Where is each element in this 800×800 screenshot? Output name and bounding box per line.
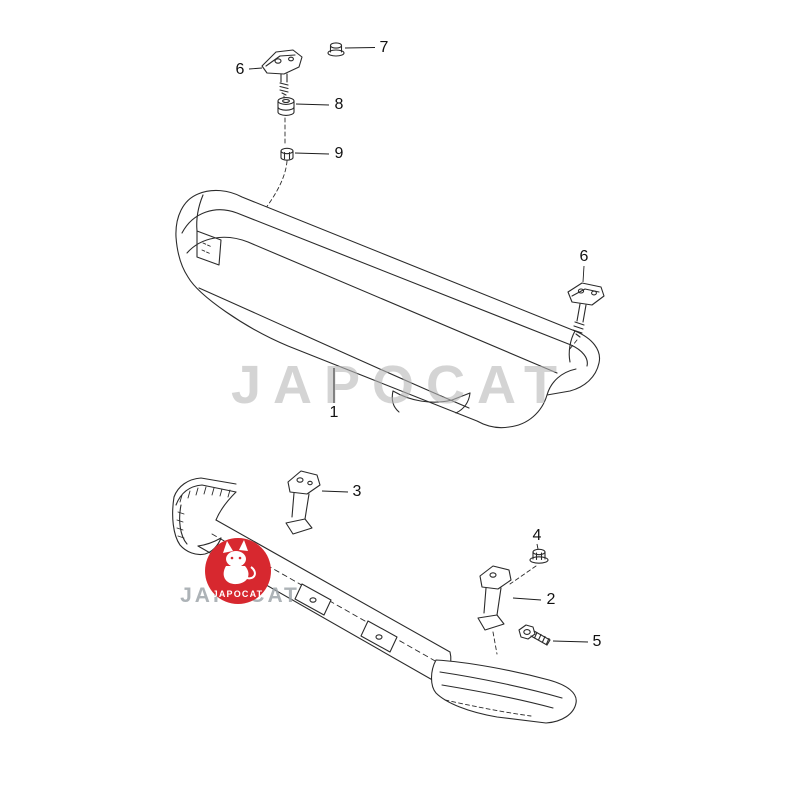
logo-text: JAPOCAT [213, 589, 264, 599]
leader-3 [321, 490, 349, 493]
leader-8 [295, 103, 330, 106]
japocat-logo: JAPOCAT [205, 538, 271, 604]
leader-lines [248, 47, 589, 643]
nut-7-drawing [327, 42, 345, 57]
callout-5: 5 [593, 633, 602, 650]
bracket-3-drawing [285, 470, 321, 535]
nut-9-drawing [280, 147, 294, 161]
bracket-2-drawing [477, 565, 537, 655]
leader-6-top [248, 67, 263, 70]
callout-3: 3 [353, 483, 362, 500]
watermark-center: JAPOCAT [231, 355, 569, 415]
leader-5 [552, 640, 589, 643]
cat-icon [223, 540, 249, 585]
callout-7: 7 [380, 39, 389, 56]
callout-4: 4 [533, 527, 542, 544]
leader-4 [536, 543, 539, 550]
bracket-6-right-drawing [567, 282, 605, 351]
callout-1: 1 [330, 404, 339, 421]
front-bumper-drawing [175, 189, 601, 429]
nut-4-drawing [529, 548, 549, 564]
screw-5-drawing [518, 624, 551, 646]
leader-6-right [582, 265, 585, 283]
bracket-6-top-drawing [261, 49, 303, 96]
callout-2: 2 [547, 591, 556, 608]
assembly-dashed-line [240, 95, 288, 240]
callout-6-top: 6 [236, 61, 245, 78]
grommet-8-drawing [277, 97, 295, 116]
leader-2 [512, 597, 542, 601]
callout-6-right: 6 [580, 248, 589, 265]
leader-7 [344, 47, 376, 49]
leader-9 [294, 152, 330, 155]
callout-9: 9 [335, 145, 344, 162]
callout-8: 8 [335, 96, 344, 113]
